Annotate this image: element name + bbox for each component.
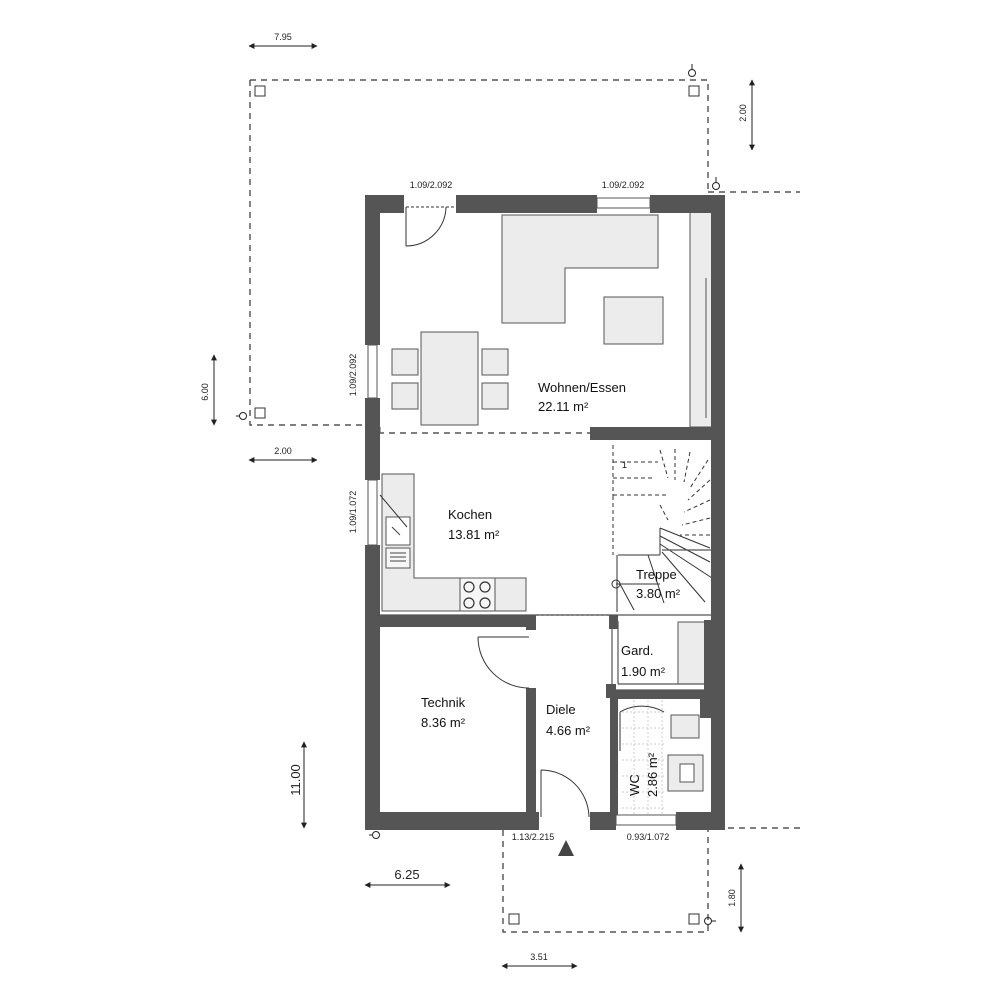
chair <box>481 382 509 410</box>
dim-top-depth: 2.00 <box>738 104 748 122</box>
front-area-outline <box>502 830 709 933</box>
opening-top-left: 1.09/2.092 <box>410 180 453 190</box>
svg-text:1: 1 <box>622 460 627 470</box>
terrace-outlines <box>249 79 805 933</box>
room-area-kochen: 13.81 m² <box>448 527 500 542</box>
room-name-treppe: Treppe <box>636 567 677 582</box>
dim-front-depth: 1.80 <box>727 889 737 907</box>
furniture <box>381 211 713 792</box>
windows <box>367 197 677 826</box>
doors <box>379 206 665 818</box>
corner-markers <box>254 85 700 925</box>
opening-entrance: 1.13/2.215 <box>512 832 555 842</box>
kitchen-counter <box>381 473 527 612</box>
room-name-technik: Technik <box>421 695 466 710</box>
staircase: 1 <box>611 445 713 612</box>
technik-door <box>477 636 530 689</box>
dim-top-width: 7.95 <box>274 32 292 42</box>
room-name-wc: WC <box>627 774 642 796</box>
dim-house-depth: 11.00 <box>288 764 303 796</box>
wash-basin <box>670 714 700 739</box>
chair <box>481 348 509 376</box>
chair <box>391 382 419 410</box>
room-area-wohnen: 22.11 m² <box>538 399 589 414</box>
rear-terrace-outline <box>249 79 709 426</box>
terrace-door <box>405 206 447 247</box>
entrance-arrow-icon <box>558 840 574 856</box>
room-area-treppe: 3.80 m² <box>636 586 681 601</box>
dim-front-width: 3.51 <box>530 952 548 962</box>
dim-left-depth: 6.00 <box>200 383 210 401</box>
room-area-wc: 2.86 m² <box>645 752 660 797</box>
toilet <box>667 754 704 792</box>
opening-left-lower: 1.09/1.072 <box>348 491 358 534</box>
room-name-gard: Gard. <box>621 643 654 658</box>
tv-cabinet <box>689 211 713 428</box>
chair <box>391 348 419 376</box>
stove-burners <box>463 581 491 609</box>
opening-top-right: 1.09/2.092 <box>602 180 645 190</box>
room-area-diele: 4.66 m² <box>546 723 591 738</box>
walls <box>365 195 725 830</box>
opening-left-upper: 1.09/2.092 <box>348 354 358 397</box>
dim-house-width: 6.25 <box>394 867 419 882</box>
room-area-technik: 8.36 m² <box>421 715 466 730</box>
sink <box>385 516 411 546</box>
room-area-gard: 1.90 m² <box>621 664 666 679</box>
sofa <box>501 214 659 324</box>
coffee-table <box>603 296 664 345</box>
toilet-seat <box>679 763 695 783</box>
room-name-diele: Diele <box>546 702 576 717</box>
dining-table <box>420 331 479 426</box>
kitchen-window-sash <box>379 494 408 528</box>
dim-left-width: 2.00 <box>274 446 292 456</box>
reference-marks <box>236 64 720 925</box>
dish-rack <box>385 547 411 569</box>
sink-detail <box>390 526 406 562</box>
wc-door <box>619 705 665 751</box>
wc-tiles <box>622 700 664 820</box>
room-name-wohnen: Wohnen/Essen <box>538 380 626 395</box>
room-name-kochen: Kochen <box>448 507 492 522</box>
entrance-door <box>540 769 590 818</box>
opening-wc: 0.93/1.072 <box>627 832 670 842</box>
dimension-lines <box>211 43 755 969</box>
